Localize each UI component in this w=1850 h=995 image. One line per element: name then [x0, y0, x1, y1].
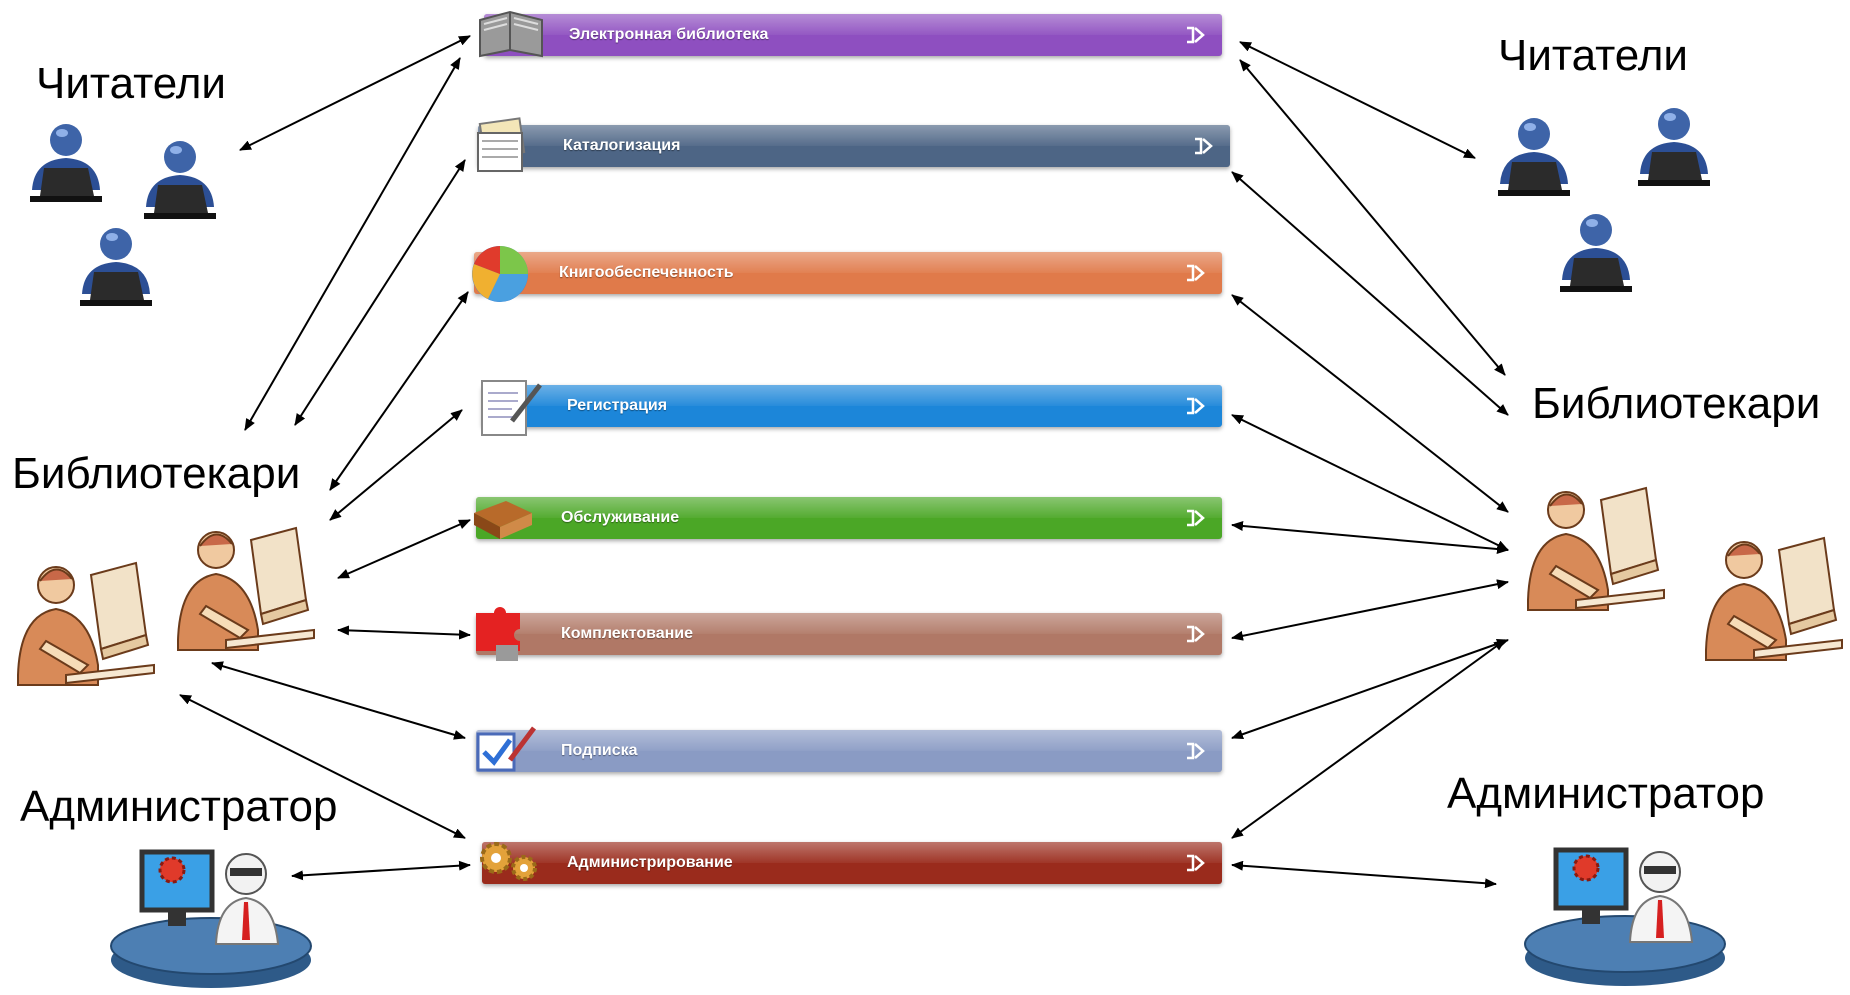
- reader-person-icon: [22, 118, 110, 208]
- librarian-at-computer-icon: [166, 510, 316, 660]
- module-bar-administration[interactable]: Администрирование: [480, 842, 1222, 884]
- registration-form-icon: [481, 380, 542, 436]
- enter-icon[interactable]: [1184, 261, 1208, 285]
- reader-person-icon: [1630, 102, 1718, 192]
- librarian-at-computer-icon: [1516, 470, 1666, 620]
- module-label: Каталогизация: [563, 137, 681, 154]
- enter-icon[interactable]: [1184, 851, 1208, 875]
- left-readers-label: Читатели: [36, 59, 226, 108]
- module-bar-subscription[interactable]: Подписка: [476, 726, 1222, 772]
- double-arrow: [244, 57, 461, 431]
- enter-icon[interactable]: [1184, 394, 1208, 418]
- book-icon: [479, 10, 543, 58]
- left-admin-label: Администратор: [20, 782, 338, 831]
- left-librarians-label: Библиотекари: [12, 449, 301, 498]
- double-arrow: [294, 159, 466, 426]
- double-arrow: [1231, 579, 1509, 641]
- module-bar-book-supply[interactable]: Книгообеспеченность: [472, 246, 1222, 302]
- right-librarians-label: Библиотекари: [1532, 379, 1821, 428]
- double-arrow: [337, 625, 471, 640]
- enter-icon[interactable]: [1184, 506, 1208, 530]
- double-arrow: [1231, 171, 1509, 416]
- module-bar-service[interactable]: Обслуживание: [474, 497, 1222, 539]
- module-label: Подписка: [561, 742, 638, 759]
- enter-icon[interactable]: [1184, 622, 1208, 646]
- double-arrow: [337, 519, 471, 579]
- card-catalog-icon: [477, 117, 526, 172]
- reader-person-icon: [72, 222, 160, 312]
- reader-person-icon: [1552, 208, 1640, 298]
- administrator-icon: [106, 840, 316, 995]
- module-label: Книгообеспеченность: [559, 264, 734, 281]
- module-label: Администрирование: [567, 854, 733, 871]
- enter-icon[interactable]: [1192, 134, 1216, 158]
- checkbox-pen-icon: [476, 726, 536, 772]
- right-readers-label: Читатели: [1498, 31, 1688, 80]
- module-bar-electronic-library[interactable]: Электронная библиотека: [479, 10, 1222, 58]
- double-arrow: [1239, 41, 1476, 159]
- module-bar-acquisition[interactable]: Комплектование: [476, 607, 1222, 661]
- puzzle-icon: [476, 607, 520, 661]
- module-bar-registration[interactable]: Регистрация: [481, 380, 1222, 436]
- module-label: Электронная библиотека: [569, 26, 769, 43]
- gears-icon: [480, 842, 537, 881]
- enter-icon[interactable]: [1184, 23, 1208, 47]
- pie-chart-icon: [472, 246, 528, 302]
- double-arrow: [1231, 294, 1509, 513]
- double-arrow: [1231, 638, 1509, 740]
- double-arrow: [239, 35, 471, 151]
- right-admin-label: Администратор: [1447, 769, 1765, 818]
- double-arrow: [1231, 860, 1497, 889]
- double-arrow: [1231, 521, 1509, 554]
- module-label: Комплектование: [561, 625, 694, 642]
- double-arrow: [329, 409, 463, 521]
- double-arrow: [329, 291, 469, 491]
- double-arrow: [211, 661, 466, 740]
- administrator-icon: [1520, 838, 1730, 993]
- books-stack-icon: [474, 501, 532, 539]
- module-bar-cataloging[interactable]: Каталогизация: [477, 117, 1230, 172]
- module-label: Обслуживание: [561, 509, 680, 526]
- module-label: Регистрация: [567, 397, 668, 414]
- reader-person-icon: [136, 135, 224, 225]
- librarian-at-computer-icon: [1694, 520, 1844, 670]
- double-arrow: [1231, 414, 1509, 551]
- enter-icon[interactable]: [1184, 739, 1208, 763]
- double-arrow: [1239, 59, 1506, 376]
- librarian-at-computer-icon: [6, 545, 156, 695]
- reader-person-icon: [1490, 112, 1578, 202]
- double-arrow: [291, 860, 471, 881]
